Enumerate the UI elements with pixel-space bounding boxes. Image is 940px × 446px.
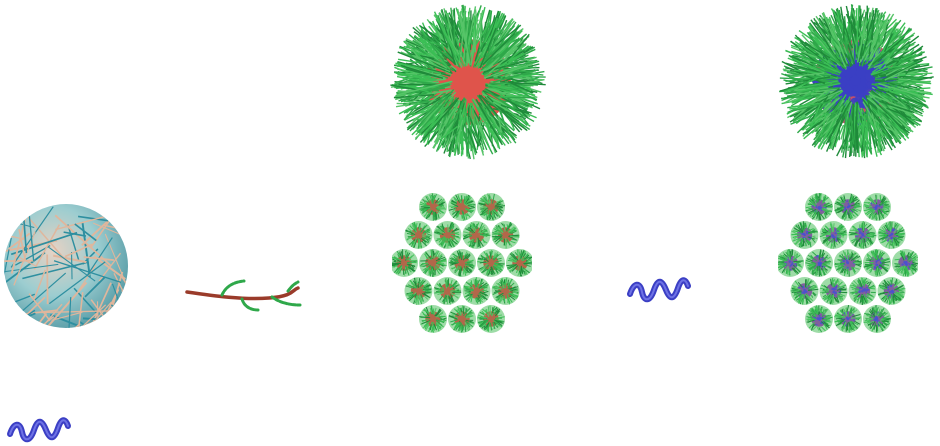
helical-peptide-icon xyxy=(7,417,71,443)
micelle-unit xyxy=(819,221,848,249)
micelle-loaded-large xyxy=(776,2,936,162)
micelle-unit xyxy=(848,221,877,249)
micelle-icon xyxy=(390,4,546,160)
micelle-unit xyxy=(790,277,819,305)
micelle-unit xyxy=(477,249,505,277)
micelle-unit xyxy=(419,249,447,277)
micelle-unit xyxy=(419,193,447,221)
micelle-array xyxy=(392,192,532,334)
micelle-unit xyxy=(805,305,833,333)
micelle-unit xyxy=(491,221,520,249)
micelle-unit xyxy=(448,249,476,277)
micelle-unit xyxy=(477,305,505,333)
micelle-unit xyxy=(863,193,891,221)
micelle-unit xyxy=(790,221,819,249)
helical-peptide-icon xyxy=(627,277,691,303)
micelle-unit xyxy=(778,249,804,277)
micelle-unit xyxy=(863,305,891,333)
micelle-unit xyxy=(877,221,906,249)
micelle-unit xyxy=(462,221,491,249)
micelle-loaded-array xyxy=(778,192,918,334)
micelle-unit xyxy=(404,221,433,249)
micelle-unit xyxy=(433,221,462,249)
micelle-unit xyxy=(433,277,462,305)
micelle-unit xyxy=(462,277,491,305)
micelle-array-icon xyxy=(392,193,532,333)
micelle-unit xyxy=(834,193,862,221)
micelle-unit xyxy=(805,249,833,277)
micelle-unit xyxy=(848,277,877,305)
nanoparticle-sphere-icon xyxy=(4,204,128,328)
micelle-unit xyxy=(892,249,918,277)
loaded-micelle-icon xyxy=(779,4,934,159)
micelle-unit xyxy=(448,193,476,221)
branched-polymer-icon xyxy=(185,279,302,312)
nanoparticle-sphere xyxy=(0,200,132,332)
micelle-unit xyxy=(805,193,833,221)
micelle-unit xyxy=(834,305,862,333)
micelle-unit xyxy=(491,277,520,305)
micelle-unit xyxy=(819,277,848,305)
micelle-unit xyxy=(392,249,418,277)
micelle-unit xyxy=(863,249,891,277)
micelle-unit xyxy=(477,193,505,221)
micelle-unit xyxy=(877,277,906,305)
micelle-unit xyxy=(404,277,433,305)
loaded-micelle-array-icon xyxy=(778,193,918,333)
micelle-unit xyxy=(448,305,476,333)
micelle-unit xyxy=(419,305,447,333)
helical-peptide-bottom xyxy=(6,416,72,446)
helical-peptide xyxy=(626,276,692,306)
micelle-unit xyxy=(834,249,862,277)
branched-polymer xyxy=(184,278,304,314)
micelle-large xyxy=(388,2,548,162)
micelle-unit xyxy=(506,249,532,277)
